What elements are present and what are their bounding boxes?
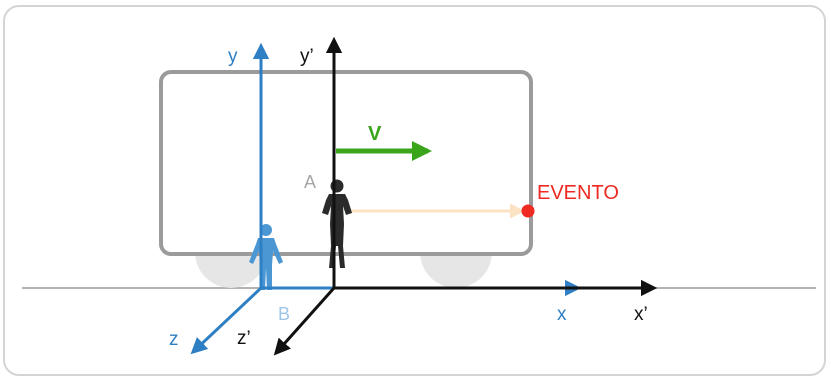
z-prime-axis-label: z’ (237, 328, 251, 349)
y-axis-label: y (228, 46, 238, 67)
velocity-label: V (368, 123, 382, 145)
x-axis-label: x (557, 304, 567, 325)
observer-a-label: A (304, 172, 316, 192)
train-wheel-left (195, 252, 267, 288)
z-prime-axis (273, 287, 336, 356)
train-wheel-right (420, 252, 492, 288)
event-point (521, 204, 535, 218)
z-axis (190, 286, 263, 355)
observer-b-label: B (278, 304, 290, 324)
event-label: EVENTO (537, 182, 619, 204)
train-body (159, 70, 533, 256)
x-prime-axis-label: x’ (634, 304, 648, 325)
observer-b-icon (249, 224, 283, 290)
z-axis-label: z (169, 329, 179, 350)
y-prime-axis-label: y’ (300, 46, 314, 67)
